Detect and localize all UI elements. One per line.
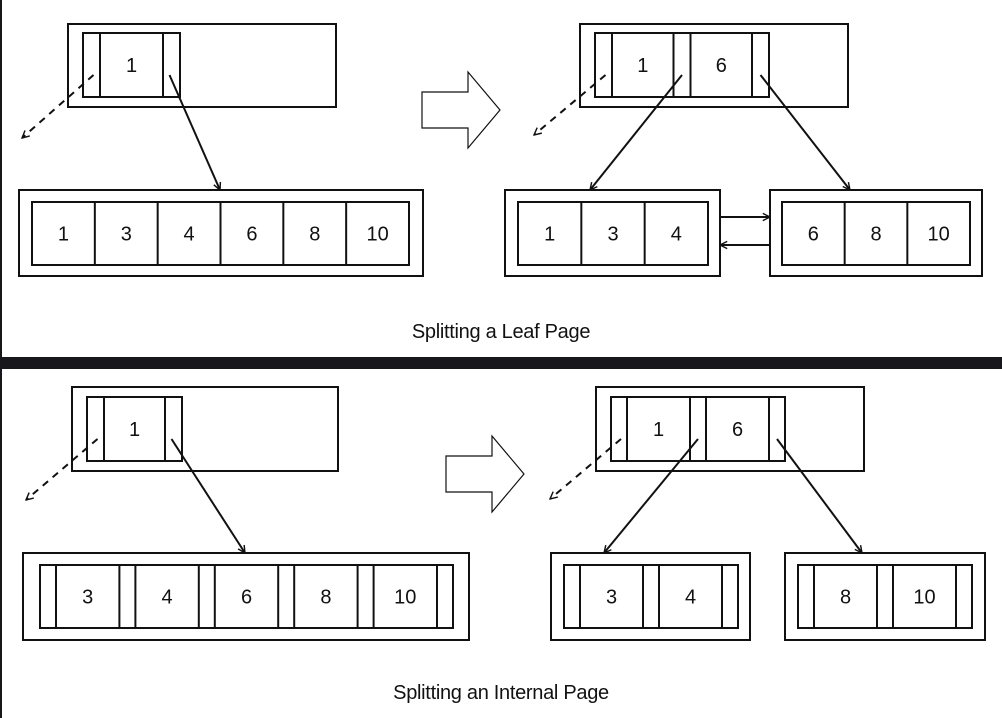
- key-cell-3: 3: [607, 224, 618, 246]
- internal-split-after-root-outer-frame: [595, 386, 865, 472]
- leaf-split-before-root-inner-frame: [82, 32, 181, 98]
- leaf-split-after-right-leaf-outer-frame: [769, 189, 983, 277]
- key-cell-8: 8: [309, 224, 320, 246]
- internal-split-after-root-inner-frame: [610, 396, 786, 462]
- internal-split-after-right-internal: 8 10: [784, 552, 986, 641]
- dashed-pointer-arrow: [550, 438, 622, 499]
- leaf-split-before-leaf: 1 3 4 6 8 10: [18, 189, 424, 277]
- key-cell-6: 6: [808, 224, 819, 246]
- panel-separator: [0, 357, 1002, 369]
- key-cell-10: 10: [928, 224, 950, 246]
- child-pointer-arrow: [590, 74, 683, 190]
- dashed-pointer-arrow: [534, 74, 607, 135]
- internal-split-before-root: 1: [71, 386, 339, 472]
- child-pointer-arrow: [759, 74, 851, 190]
- child-pointer-arrow: [170, 438, 246, 553]
- key-cell-4: 4: [671, 224, 682, 246]
- dashed-pointer-arrow: [26, 438, 99, 500]
- leaf-split-after-right-leaf-inner-frame: [781, 201, 971, 266]
- key-cell-10: 10: [394, 587, 416, 609]
- internal-split-before-root-outer-frame: [71, 386, 339, 472]
- internal-split-after-left-internal-outer-frame: [550, 552, 751, 641]
- leaf-split-after-right-leaf: 6 8 10: [769, 189, 983, 277]
- key-cell-8: 8: [320, 587, 331, 609]
- key-cell-8: 8: [870, 224, 881, 246]
- key-cell-1: 1: [637, 55, 648, 77]
- leaf-split-after-root-inner-frame: [594, 32, 770, 98]
- internal-split-after-right-internal-outer-frame: [784, 552, 986, 641]
- leaf-split-after-left-leaf-inner-frame: [517, 201, 709, 266]
- internal-split-before-internal-inner-frame: [39, 564, 454, 629]
- key-cell-4: 4: [162, 587, 173, 609]
- key-cell-3: 3: [606, 587, 617, 609]
- internal-split-before-internal: 3 4 6 8 10: [22, 552, 470, 641]
- key-cell-3: 3: [121, 224, 132, 246]
- key-cell-4: 4: [184, 224, 195, 246]
- key-cell-1: 1: [653, 419, 664, 441]
- leaf-split-after-root-outer-frame: [579, 23, 849, 108]
- leaf-split-before-root: 1: [67, 23, 337, 108]
- key-cell-1: 1: [58, 224, 69, 246]
- transition-arrow-icon: [421, 70, 501, 150]
- key-cell-6: 6: [716, 55, 727, 77]
- child-pointer-arrow: [168, 74, 221, 190]
- internal-split-after-left-internal-inner-frame: [563, 564, 739, 629]
- transition-arrow-icon: [445, 434, 525, 514]
- key-cell-6: 6: [246, 224, 257, 246]
- key-cell-1: 1: [126, 55, 137, 77]
- dashed-pointer-arrow: [22, 74, 95, 138]
- key-cell-1: 1: [129, 419, 140, 441]
- key-cell-3: 3: [82, 587, 93, 609]
- internal-split-after-right-internal-inner-frame: [797, 564, 973, 629]
- leaf-split-after-left-leaf-outer-frame: [504, 189, 721, 277]
- key-cell-8: 8: [840, 587, 851, 609]
- key-cell-6: 6: [241, 587, 252, 609]
- child-pointer-arrow: [604, 438, 699, 553]
- caption-internal-split: Splitting an Internal Page: [393, 682, 609, 704]
- internal-split-before-internal-outer-frame: [22, 552, 470, 641]
- child-pointer-arrow: [776, 438, 862, 553]
- leaf-split-after-left-leaf: 1 3 4: [504, 189, 721, 277]
- internal-split-before-root-inner-frame: [86, 396, 183, 462]
- key-cell-10: 10: [913, 587, 935, 609]
- key-cell-4: 4: [685, 587, 696, 609]
- key-cell-10: 10: [366, 224, 388, 246]
- leaf-split-before-leaf-outer-frame: [18, 189, 424, 277]
- key-cell-1: 1: [544, 224, 555, 246]
- caption-leaf-split: Splitting a Leaf Page: [411, 321, 591, 343]
- key-cell-6: 6: [732, 419, 743, 441]
- leaf-split-before-root-outer-frame: [67, 23, 337, 108]
